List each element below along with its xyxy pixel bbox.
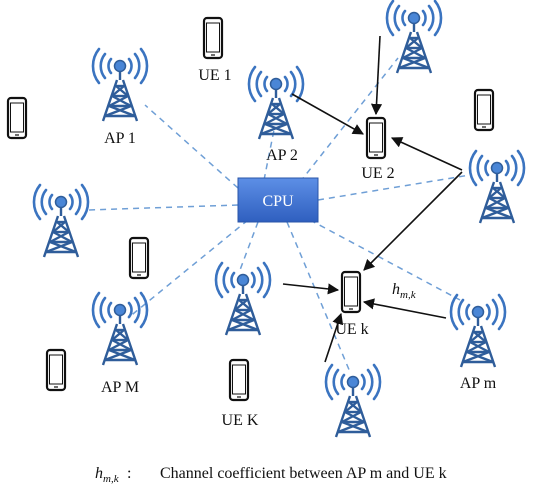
uek-phone bbox=[340, 270, 362, 314]
phone-left-bottom bbox=[45, 348, 67, 392]
link-cpu-ap-center bbox=[239, 221, 259, 271]
ueK-phone bbox=[228, 358, 250, 402]
channel-arrows bbox=[282, 35, 463, 363]
ap-bottom-tower bbox=[324, 363, 382, 439]
link-cpu-ap1 bbox=[144, 104, 239, 189]
uek-label: UE k bbox=[335, 321, 368, 338]
arrow-apm-uek bbox=[362, 298, 447, 319]
footnote: hm,k : Channel coefficient between AP m … bbox=[95, 465, 447, 485]
apm-tower bbox=[449, 293, 507, 369]
footnote-colon: : bbox=[127, 465, 131, 482]
arrow-apbottom-uek bbox=[324, 312, 344, 363]
cpu-label: CPU bbox=[262, 193, 294, 210]
phone-right-top bbox=[473, 88, 495, 132]
ap1-tower bbox=[91, 47, 149, 123]
ueK-label: UE K bbox=[222, 412, 259, 429]
link-cpu-ap-left bbox=[87, 204, 239, 211]
arrow-ap-topright-ue2 bbox=[370, 35, 383, 116]
footnote-text: Channel coefficient between AP m and UE … bbox=[160, 465, 447, 482]
ap2-tower bbox=[247, 65, 305, 141]
link-cpu-ap-top-right bbox=[299, 57, 399, 183]
ap1-label: AP 1 bbox=[104, 130, 136, 147]
apM-tower bbox=[91, 291, 149, 367]
cpu-fronthaul-links bbox=[87, 57, 471, 373]
phone-center-left bbox=[128, 236, 150, 280]
phone-left-top bbox=[6, 96, 28, 140]
ap-right-tower bbox=[468, 149, 526, 225]
link-cpu-apM bbox=[127, 219, 249, 319]
ue2-label: UE 2 bbox=[361, 165, 394, 182]
apM-label: AP M bbox=[101, 379, 139, 396]
link-cpu-apm bbox=[309, 219, 461, 301]
arrow-ap2-ue2 bbox=[291, 93, 364, 135]
ue2-phone bbox=[365, 116, 387, 160]
arrow-apright-ue2 bbox=[390, 137, 463, 171]
ue1-phone bbox=[202, 16, 224, 60]
link-cpu-ap2 bbox=[263, 129, 275, 181]
ap2-label: AP 2 bbox=[266, 147, 298, 164]
footnote-symbol: hm,k bbox=[95, 465, 120, 485]
link-cpu-ap-right bbox=[317, 174, 471, 201]
channel-label: hm,k bbox=[392, 281, 417, 301]
ap-center-tower bbox=[214, 261, 272, 337]
arrow-apcenter-uek bbox=[282, 283, 340, 295]
ue1-label: UE 1 bbox=[198, 67, 231, 84]
cpu-node: CPU bbox=[237, 177, 319, 223]
apm-label: AP m bbox=[460, 375, 497, 392]
ap-top-right-tower bbox=[385, 0, 443, 75]
arrow-apright-uek bbox=[363, 171, 463, 271]
cpu-box bbox=[237, 177, 319, 223]
link-cpu-ap-bottom bbox=[286, 221, 351, 373]
ap-left-tower bbox=[32, 183, 90, 259]
